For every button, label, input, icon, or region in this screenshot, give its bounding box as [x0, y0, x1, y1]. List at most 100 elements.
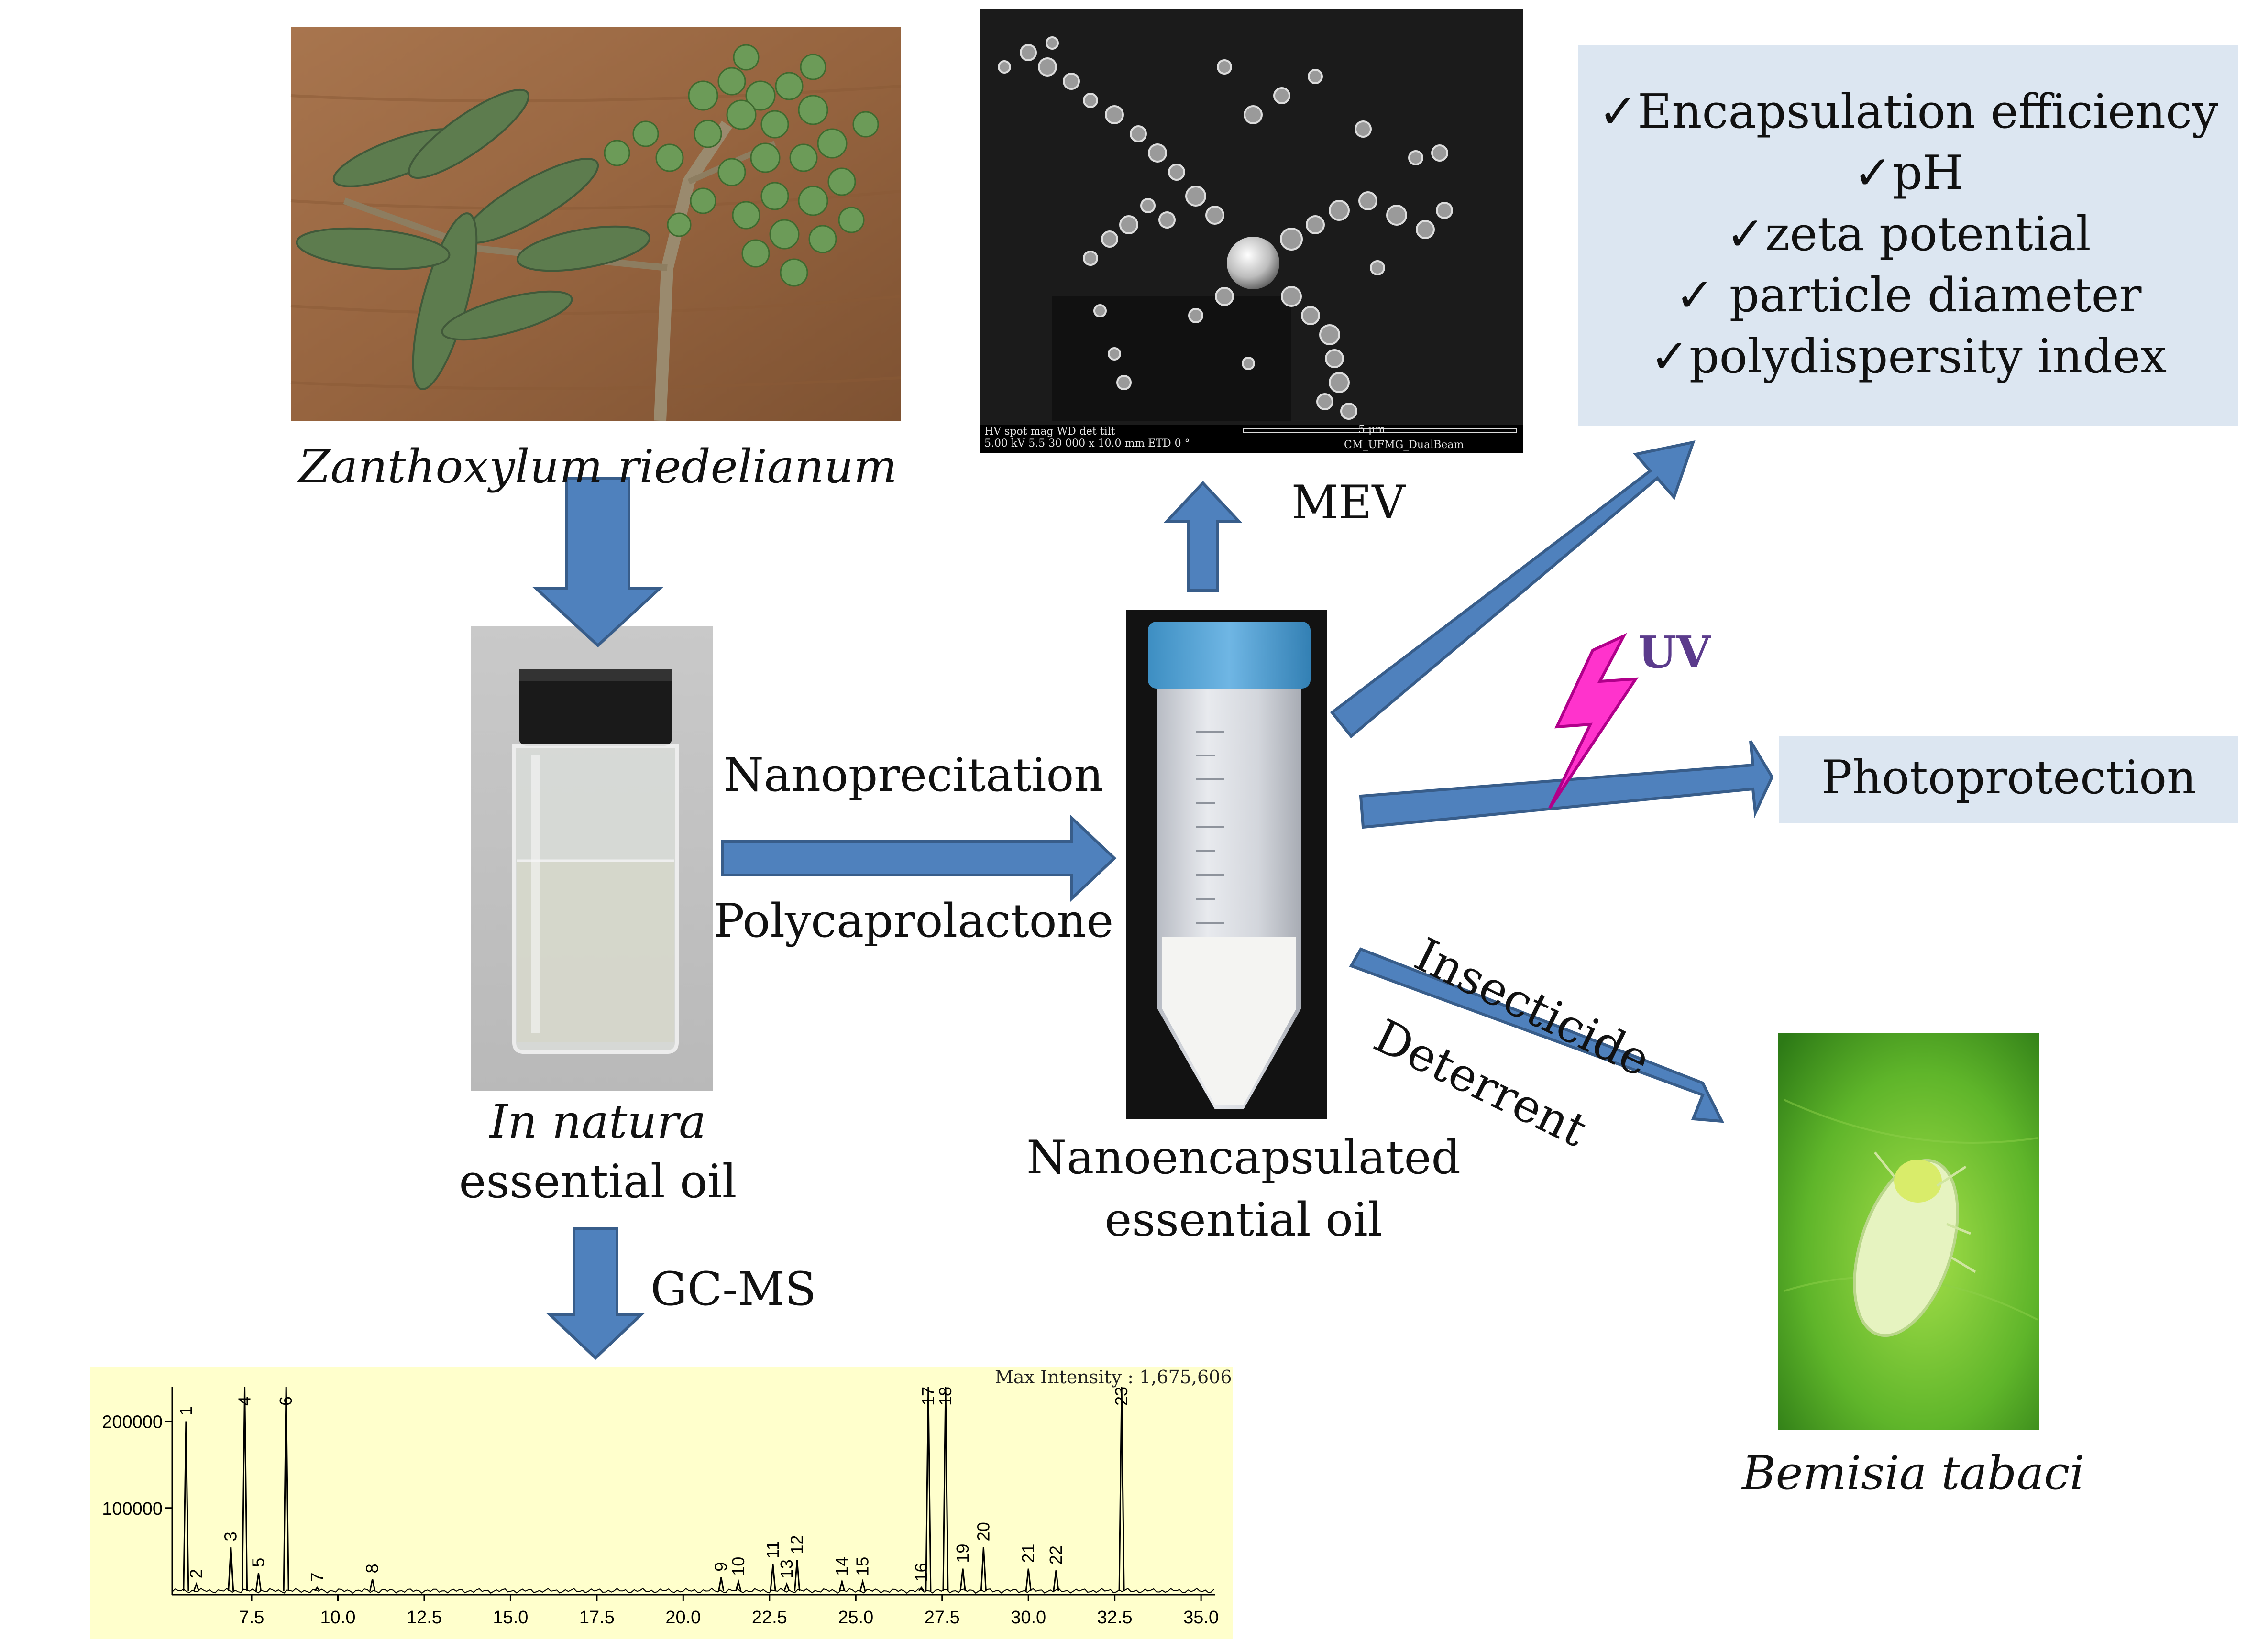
characterization-item: ✓polydispersity index	[1650, 329, 2167, 384]
chrom-peak-label: 2	[187, 1569, 206, 1578]
arrow-oil-to-gcms	[546, 1227, 645, 1360]
chrom-peak	[1053, 1570, 1059, 1591]
chrom-peak	[783, 1582, 790, 1591]
chrom-peak	[770, 1564, 776, 1591]
characterization-list: ✓Encapsulation efficiency ✓pH ✓zeta pote…	[1578, 81, 2238, 387]
chrom-peak-label: 13	[777, 1559, 796, 1578]
chrom-peak-label: 17	[918, 1387, 938, 1406]
chrom-peak	[942, 1386, 949, 1591]
chrom-x-tick-label: 27.5	[925, 1608, 960, 1628]
arrow-to-insect	[1349, 947, 1725, 1123]
check-icon: ✓	[1675, 268, 1715, 323]
chrom-peak-label: 14	[832, 1557, 851, 1576]
chrom-peak-label: 15	[853, 1557, 872, 1576]
chrom-x-tick-label: 32.5	[1097, 1608, 1133, 1628]
arrow-to-characterization	[1330, 440, 1696, 739]
chrom-peak-label: 7	[307, 1572, 327, 1582]
gcms-label: GC-MS	[650, 1262, 816, 1316]
chrom-x-tick-label: 10.0	[320, 1608, 356, 1628]
chrom-peak	[980, 1547, 987, 1591]
chrom-x-tick-label: 22.5	[752, 1608, 787, 1628]
chrom-peak	[959, 1568, 966, 1591]
chrom-peak	[735, 1578, 742, 1591]
chrom-peak	[183, 1421, 189, 1591]
chrom-peak-label: 12	[787, 1535, 807, 1554]
chrom-peak-label: 10	[728, 1557, 748, 1576]
chrom-peak	[242, 1386, 248, 1591]
chrom-peak-label: 5	[248, 1558, 268, 1567]
chrom-x-tick-label: 25.0	[838, 1608, 873, 1628]
oil-label-line1: In natura	[489, 1095, 706, 1149]
chrom-x-tick-label: 20.0	[665, 1608, 701, 1628]
chrom-peak	[1025, 1568, 1032, 1591]
plant-name: Zanthoxylum riedelianum	[298, 440, 897, 493]
chrom-y-tick-label: 200000	[102, 1412, 163, 1433]
chrom-peak	[859, 1578, 866, 1591]
chrom-peak-label: 6	[276, 1396, 296, 1406]
uv-label: UV	[1638, 626, 1711, 678]
check-icon: ✓	[1853, 146, 1893, 200]
mev-label: MEV	[1291, 476, 1405, 529]
chrom-peak-label: 22	[1046, 1545, 1066, 1564]
chrom-peak-label: 11	[763, 1541, 782, 1558]
arrow-plant-to-oil	[532, 477, 664, 648]
sem-scale-label: 5 μm	[1358, 424, 1386, 436]
chrom-peak	[794, 1560, 801, 1591]
arrow-to-sem	[1164, 481, 1242, 592]
chrom-peak	[369, 1579, 376, 1591]
lightning-icon	[1548, 633, 1639, 809]
sem-info-header: HV spot mag WD det tilt	[984, 426, 1115, 438]
chrom-x-tick-label: 30.0	[1011, 1608, 1046, 1628]
insect-photo	[1778, 1033, 2039, 1430]
chrom-x-tick-label: 7.5	[239, 1608, 264, 1628]
nanoprecipitation-label: Nanoprecitation	[723, 748, 1104, 802]
vial-photo	[471, 626, 713, 1091]
chrom-max-intensity: Max Intensity : 1,675,606	[995, 1367, 1232, 1388]
nano-label-line2: essential oil	[1104, 1193, 1383, 1247]
chrom-peak	[718, 1577, 725, 1591]
check-icon: ✓	[1598, 85, 1638, 139]
oil-label-line2: essential oil	[459, 1155, 737, 1208]
chrom-peak-label: 18	[936, 1387, 955, 1406]
nano-label-line1: Nanoencapsulated	[1026, 1131, 1461, 1184]
chrom-peak-label: 16	[911, 1563, 931, 1582]
chrom-peak	[925, 1386, 932, 1591]
chrom-peak-label: 3	[221, 1532, 241, 1541]
sem-micrograph	[980, 9, 1523, 453]
chrom-peak-label: 19	[953, 1544, 972, 1563]
chrom-peak	[283, 1386, 289, 1591]
chrom-peak-label: 9	[711, 1562, 731, 1572]
chrom-peak	[918, 1586, 925, 1591]
chrom-x-tick-label: 35.0	[1183, 1608, 1219, 1628]
chrom-x-tick-label: 17.5	[579, 1608, 615, 1628]
insect-name: Bemisia tabaci	[1742, 1446, 2084, 1500]
sem-source-label: CM_UFMG_DualBeam	[1344, 439, 1464, 451]
sem-info-values: 5.00 kV 5.5 30 000 x 10.0 mm ETD 0 °	[984, 438, 1190, 449]
chrom-peak-label: 1	[176, 1406, 196, 1415]
chrom-peak	[228, 1547, 234, 1591]
chrom-peak	[838, 1578, 845, 1591]
photoprotection-label: Photoprotection	[1821, 751, 2196, 804]
chrom-peak-label: 20	[973, 1522, 993, 1541]
chrom-x-tick-label: 15.0	[493, 1608, 528, 1628]
arrow-nanoprecipitation	[721, 814, 1117, 902]
tube-photo	[1126, 610, 1327, 1119]
chrom-peak	[193, 1582, 199, 1591]
chrom-x-tick-label: 12.5	[407, 1608, 442, 1628]
chrom-peak-label: 23	[1112, 1387, 1131, 1406]
photoprotection-box	[1779, 736, 2238, 823]
chrom-baseline	[172, 1587, 1214, 1594]
chrom-peak	[314, 1586, 320, 1591]
characterization-box	[1578, 45, 2238, 426]
chrom-peak-label: 4	[235, 1396, 254, 1406]
characterization-item: ✓zeta potential	[1726, 207, 2091, 262]
polymer-label: Polycaprolactone	[713, 894, 1114, 948]
check-icon: ✓	[1726, 207, 1765, 262]
arrows	[532, 440, 1774, 1360]
chrom-y-tick-label: 100000	[102, 1499, 163, 1519]
plant-photo	[290, 27, 901, 421]
chrom-peak-label: 21	[1018, 1544, 1038, 1563]
